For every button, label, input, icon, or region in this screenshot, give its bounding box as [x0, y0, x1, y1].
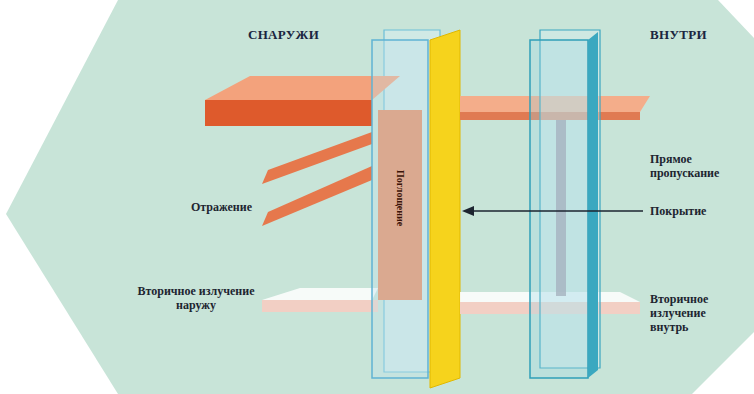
flow-label: Вторичное излучение внутрь	[650, 292, 740, 334]
part-label: Покрытие	[650, 204, 706, 218]
flow-label: Вторичное излучение наружу	[136, 284, 256, 312]
incoming-beam-front	[205, 100, 372, 126]
coating-layer	[430, 30, 460, 388]
secondary-out-front	[262, 300, 378, 312]
flow-label: Прямое пропускание	[650, 152, 742, 180]
leader-line	[470, 210, 643, 211]
side-heading: СНАРУЖИ	[248, 28, 319, 42]
glass-pane-front	[530, 40, 588, 378]
flow-label: Поглощение	[395, 170, 406, 226]
glass-pane-edge	[588, 32, 598, 378]
glass-pane-front	[372, 40, 428, 378]
incoming-beam-top	[205, 76, 400, 100]
side-heading: ВНУТРИ	[650, 28, 707, 42]
leader-arrowhead	[462, 206, 474, 216]
background-hexagon	[6, 0, 754, 394]
reflection-beam	[262, 166, 372, 226]
secondary-out-top	[262, 288, 378, 300]
flow-label: Отражение	[146, 200, 252, 214]
